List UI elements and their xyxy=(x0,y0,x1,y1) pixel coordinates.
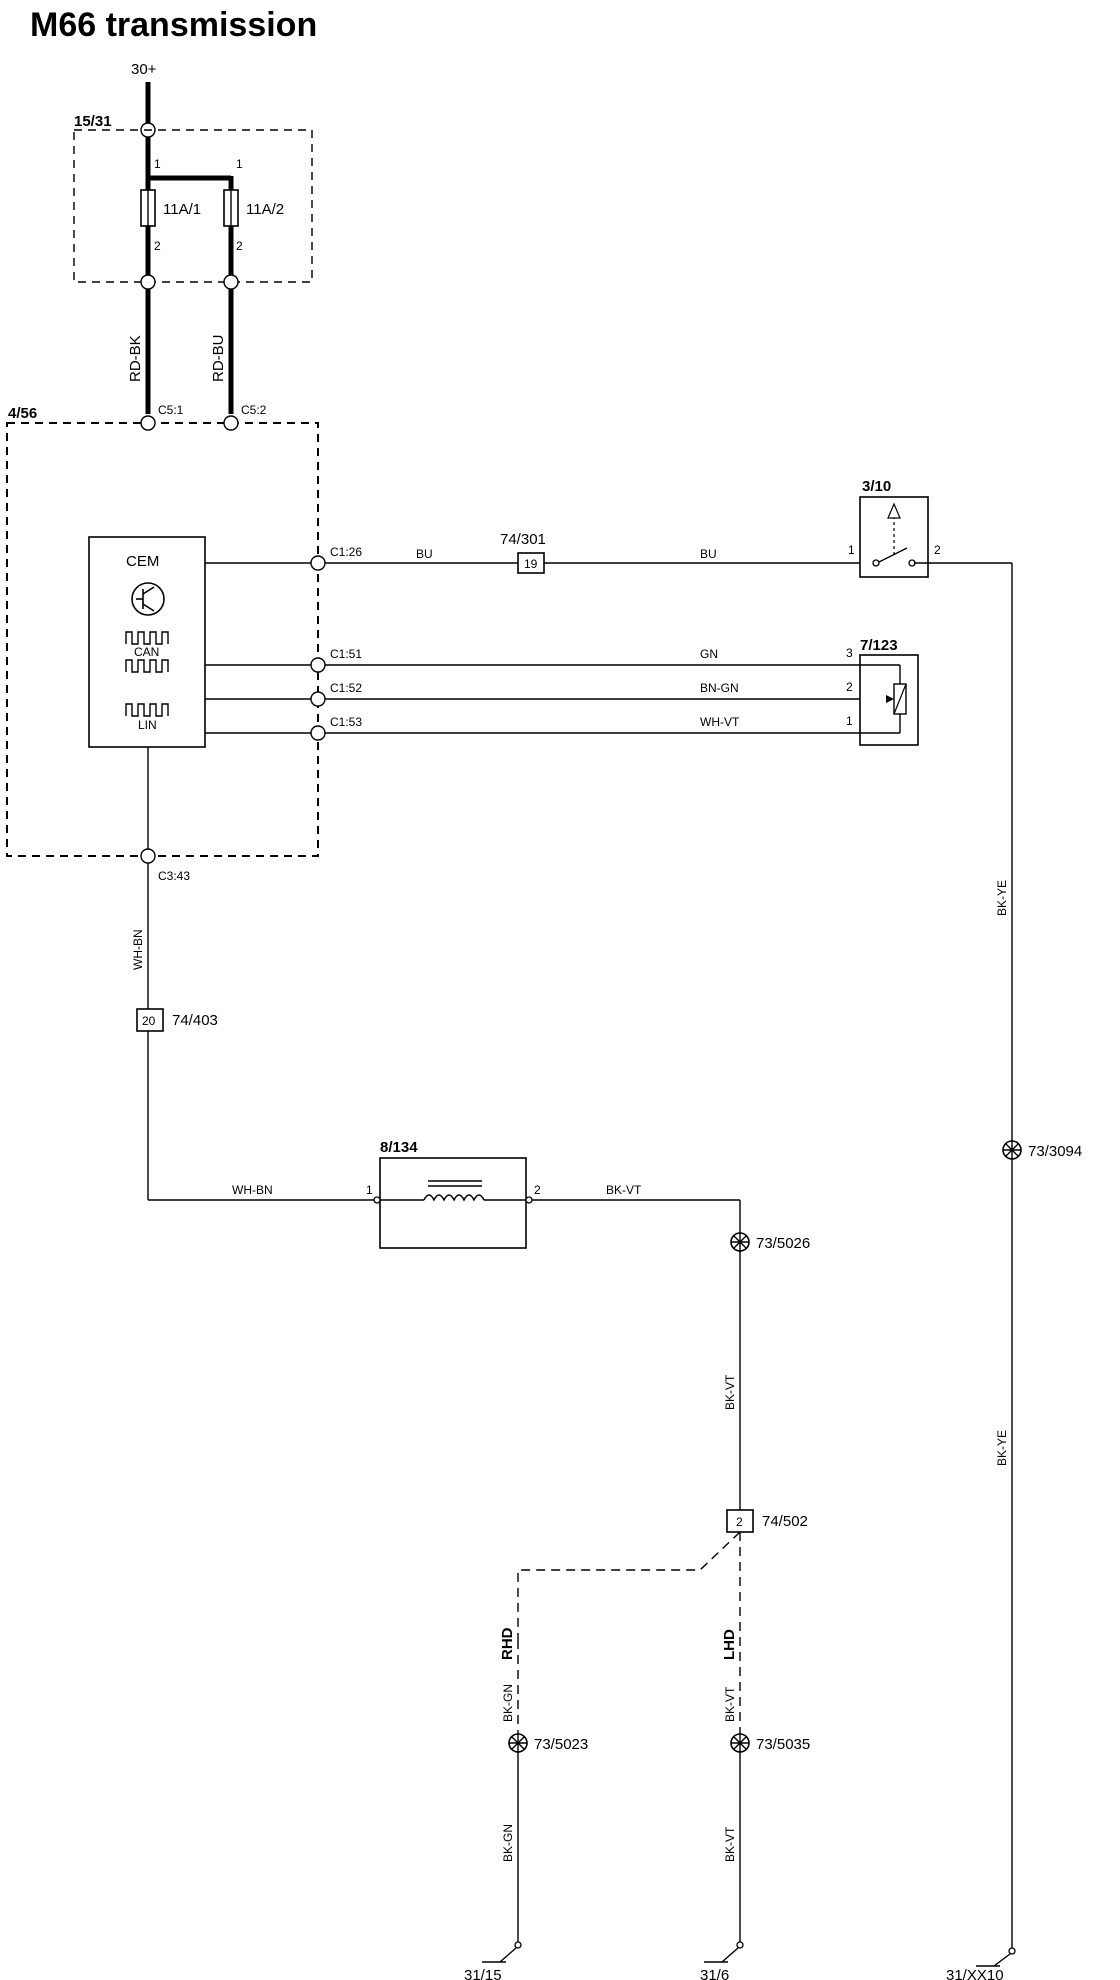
fuse-box-outline xyxy=(73,129,313,283)
c5-1-label: C5:1 xyxy=(158,403,184,417)
lin-bus-icon xyxy=(125,703,169,717)
c1-26-terminal xyxy=(310,555,326,571)
rhd-variant-wire xyxy=(517,1531,741,1640)
ground-31-6-icon xyxy=(704,1941,744,1963)
bk-gn-wire-label-lower: BK-GN xyxy=(501,1824,515,1862)
potentiometer-icon xyxy=(860,664,907,734)
ground-31-6-label: 31/6 xyxy=(700,1967,729,1980)
splice-73-5035-label: 73/5035 xyxy=(756,1736,810,1753)
c1-53-label: C1:53 xyxy=(330,715,362,729)
c1-51-label: C1:51 xyxy=(330,647,362,661)
switch-pin1: 1 xyxy=(848,543,855,557)
cem-name: CEM xyxy=(126,553,159,570)
fuse-box-id: 15/31 xyxy=(74,113,112,130)
connector-74-403-box xyxy=(136,1008,164,1032)
fuse-b-pin2: 2 xyxy=(236,239,243,253)
c1-51-terminal xyxy=(310,657,326,673)
cem-module-id: 4/56 xyxy=(8,405,37,422)
bk-vt-wire-label-lower: BK-VT xyxy=(723,1826,737,1862)
sensor-pin2: 2 xyxy=(846,680,853,694)
lin-label: LIN xyxy=(138,718,157,732)
bk-vt-wire-label: BK-VT xyxy=(606,1183,642,1197)
c5-2-label: C5:2 xyxy=(241,403,267,417)
lhd-variant-label: LHD xyxy=(721,1629,738,1660)
wh-bn-wire-label-vertical: WH-BN xyxy=(131,929,145,970)
solenoid-pin1: 1 xyxy=(366,1183,373,1197)
splice-73-5035-icon xyxy=(730,1733,750,1753)
fuse-a-pin1: 1 xyxy=(154,157,161,171)
bn-gn-wire-label: BN-GN xyxy=(700,681,739,695)
bk-vt-wire-label-vertical: BK-VT xyxy=(723,1374,737,1410)
splice-73-3094-icon xyxy=(1002,1140,1022,1160)
wh-bn-wire-label: WH-BN xyxy=(232,1183,273,1197)
c1-52-label: C1:52 xyxy=(330,681,362,695)
gn-wire-label: GN xyxy=(700,647,718,661)
rhd-variant-label: RHD xyxy=(499,1627,516,1660)
ground-31-15-icon xyxy=(482,1941,522,1963)
solenoid-pin2-terminal xyxy=(525,1196,533,1204)
bk-ye-wire-label-lower: BK-YE xyxy=(995,1430,1009,1466)
cem-module-outline xyxy=(6,422,319,857)
connector-74-403-pin: 20 xyxy=(142,1014,156,1028)
switch-symbol-icon xyxy=(872,502,916,567)
c1-26-label: C1:26 xyxy=(330,545,362,559)
c1-53-terminal xyxy=(310,725,326,741)
connector-74-301-label: 74/301 xyxy=(500,531,546,548)
rd-bu-wire-label: RD-BU xyxy=(210,335,227,383)
sensor-pin3: 3 xyxy=(846,646,853,660)
ground-31-xx10-label: 31/XX10 xyxy=(946,1967,1004,1980)
supply-label: 30+ xyxy=(131,61,157,78)
splice-73-5023-icon xyxy=(508,1733,528,1753)
c1-52-terminal xyxy=(310,691,326,707)
ground-31-15-label: 31/15 xyxy=(464,1967,502,1980)
rd-bk-wire-label: RD-BK xyxy=(127,335,144,382)
c3-43-terminal xyxy=(140,848,156,864)
cem-unit-box xyxy=(88,536,206,748)
switch-pin2: 2 xyxy=(934,543,941,557)
connector-74-502-pin: 2 xyxy=(736,1515,743,1529)
splice-73-5026-icon xyxy=(730,1232,750,1252)
c3-43-label: C3:43 xyxy=(158,869,190,883)
splice-73-3094-label: 73/3094 xyxy=(1028,1143,1082,1160)
page-title: M66 transmission xyxy=(30,6,317,44)
fuse-a-label: 11A/1 xyxy=(163,201,201,218)
connector-74-403-label: 74/403 xyxy=(172,1012,218,1029)
connector-74-502-label: 74/502 xyxy=(762,1513,808,1530)
bk-gn-wire-label-upper: BK-GN xyxy=(501,1684,515,1722)
fuse-a-pin2: 2 xyxy=(154,239,161,253)
solenoid-8-134-box xyxy=(379,1157,527,1249)
solenoid-pin2: 2 xyxy=(534,1183,541,1197)
can-label: CAN xyxy=(134,645,159,659)
solenoid-8-134-id: 8/134 xyxy=(380,1139,418,1156)
switch-3-10-id: 3/10 xyxy=(862,478,891,495)
bu-wire-label-left: BU xyxy=(416,547,433,561)
transistor-icon xyxy=(131,582,165,616)
fuse-a-output-terminal xyxy=(140,274,156,290)
splice-73-5026-label: 73/5026 xyxy=(756,1235,810,1252)
fuse-b-pin1: 1 xyxy=(236,157,243,171)
splice-73-5023-label: 73/5023 xyxy=(534,1736,588,1753)
wh-vt-wire-label: WH-VT xyxy=(700,715,740,729)
sensor-7-123-id: 7/123 xyxy=(860,637,898,654)
connector-74-301-pin: 19 xyxy=(524,557,538,571)
bk-vt-wire-label-lhd: BK-VT xyxy=(723,1686,737,1722)
solenoid-pin1-terminal xyxy=(373,1196,381,1204)
bu-wire-label-right: BU xyxy=(700,547,717,561)
c5-1-terminal xyxy=(140,415,156,431)
ground-31-xx10-icon xyxy=(976,1947,1016,1967)
coil-icon xyxy=(380,1180,526,1202)
can-bus-icon xyxy=(125,631,169,673)
bk-ye-wire-label-upper: BK-YE xyxy=(995,880,1009,916)
fuse-b-output-terminal xyxy=(223,274,239,290)
sensor-pin1: 1 xyxy=(846,714,853,728)
fuse-b-label: 11A/2 xyxy=(246,201,284,218)
c5-2-terminal xyxy=(223,415,239,431)
